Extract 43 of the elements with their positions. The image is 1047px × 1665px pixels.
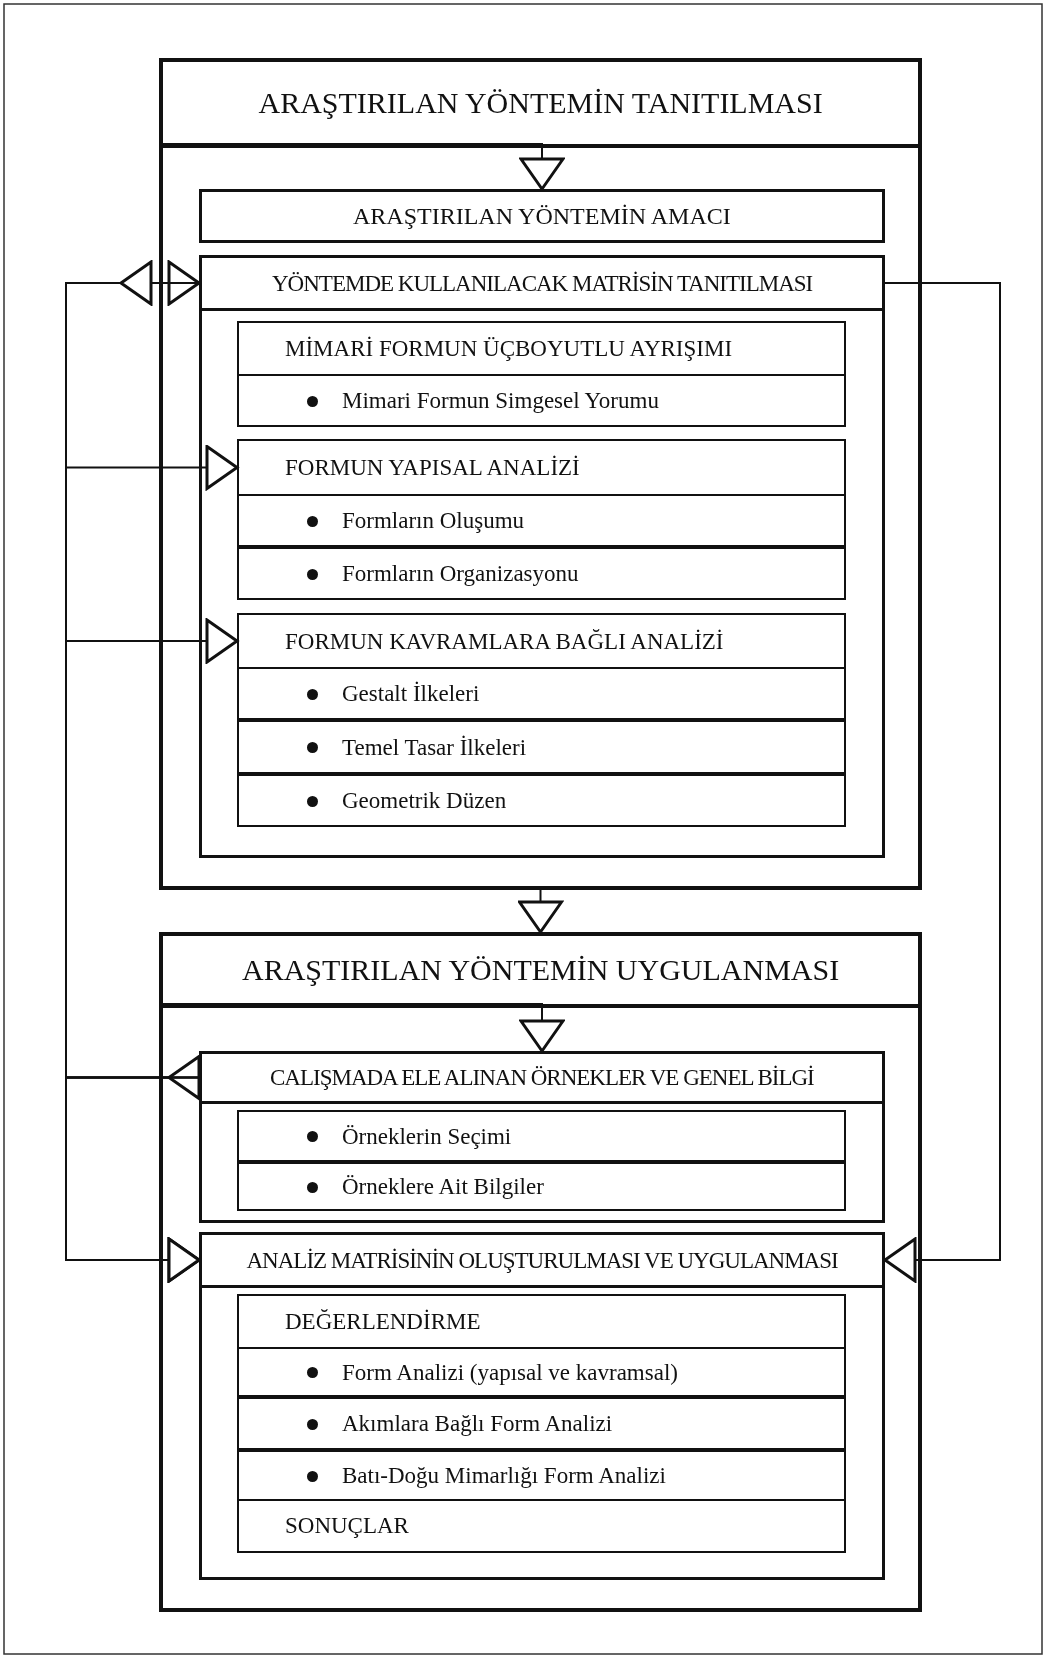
item-text: Formların Organizasyonu	[342, 562, 579, 585]
arrow	[160, 1003, 565, 1053]
group-box	[199, 1051, 885, 1223]
heading: ANALİZ MATRİSİNİN OLUŞTURULMASI VE UYGULANMASI	[246, 1248, 838, 1272]
heading: MİMARİ FORMUN ÜÇBOYUTLU AYRIŞIMI	[285, 337, 733, 360]
heading: YÖNTEMDE KULLANILACAK MATRİSİN TANITILMASI	[272, 271, 813, 295]
group-box	[237, 439, 846, 600]
item-text: Form Analizi (yapısal ve kavramsal)	[342, 1360, 678, 1384]
item-text: Formların Oluşumu	[342, 509, 525, 532]
group-box	[237, 613, 846, 827]
heading: CALIŞMADA ELE ALINAN ÖRNEKLER VE GENEL BİLGİ	[270, 1066, 814, 1089]
arrow	[65, 618, 239, 1079]
group-box	[159, 58, 922, 890]
heading: FORMUN KAVRAMLARA BAĞLI ANALİZİ	[285, 629, 724, 653]
item-text: Temel Tasar İlkeleri	[342, 735, 527, 759]
group-box	[199, 255, 885, 858]
heading: FORMUN YAPISAL ANALİZİ	[285, 456, 580, 479]
heading: DEĞERLENDİRME	[285, 1310, 481, 1333]
group-box	[159, 932, 922, 1612]
heading: ARAŞTIRILAN YÖNTEMİN UYGULANMASI	[242, 955, 840, 985]
list-row	[237, 1397, 846, 1450]
list-row	[237, 720, 846, 774]
group-box	[237, 321, 846, 427]
item-text: Gestalt İlkeleri	[342, 682, 480, 705]
arrow	[65, 1076, 201, 1283]
item-text: Örneklerin Seçimi	[342, 1124, 512, 1148]
item-text: Akımlara Bağlı Form Analizi	[342, 1412, 613, 1435]
arrow	[883, 282, 1001, 1283]
item-text: Geometrik Düzen	[342, 789, 507, 812]
item-text: Örneklere Ait Bilgiler	[342, 1175, 544, 1198]
arrow	[518, 889, 563, 934]
list-row	[237, 1110, 846, 1162]
item-text: Batı-Doğu Mimarlığı Form Analizi	[342, 1464, 666, 1487]
group-box	[237, 1294, 846, 1553]
process-box	[199, 189, 885, 243]
arrow	[160, 143, 565, 191]
heading: ARAŞTIRILAN YÖNTEMİN TANITILMASI	[258, 88, 823, 118]
list-row	[237, 1162, 846, 1211]
heading: SONUÇLAR	[285, 1513, 409, 1537]
item-text: Mimari Formun Simgesel Yorumu	[342, 389, 659, 412]
group-box	[199, 1232, 885, 1580]
heading: ARAŞTIRILAN YÖNTEMİN AMACI	[353, 204, 731, 228]
list-row	[237, 1450, 846, 1501]
